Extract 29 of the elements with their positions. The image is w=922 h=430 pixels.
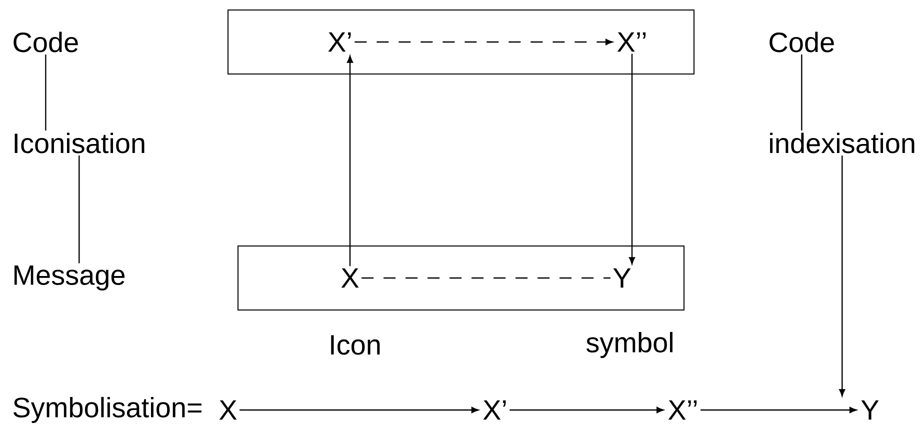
frame-box (238, 245, 684, 310)
arrow (354, 38, 613, 46)
text-label: symbol (586, 332, 672, 358)
arrow (839, 155, 846, 396)
term-label: X’ (483, 400, 506, 420)
term-label: X (219, 400, 237, 420)
arrow (346, 56, 354, 266)
arrow (628, 54, 636, 264)
arrow (240, 406, 479, 414)
text-label: Symbolisation= (13, 396, 202, 424)
box-label: X (341, 268, 359, 288)
arrow (700, 406, 857, 414)
term-label: Code (14, 32, 78, 52)
term-label: indexisation (770, 132, 914, 154)
connector-line (45, 54, 46, 130)
connector-line (801, 54, 802, 130)
term-label: Message (14, 265, 125, 291)
term-label: X’’ (668, 400, 697, 420)
box-label: X’’ (617, 32, 646, 52)
term-label: Code (770, 32, 834, 52)
text-label: Icon (331, 335, 380, 355)
arrow (510, 406, 664, 414)
frame-box (228, 10, 694, 74)
box-label: X’ (328, 32, 351, 52)
term-label: Y (861, 400, 879, 420)
term-label: Iconisation (14, 132, 144, 154)
box-label: Y (613, 268, 631, 288)
connector-line (78, 155, 80, 264)
connector-line (362, 277, 610, 279)
